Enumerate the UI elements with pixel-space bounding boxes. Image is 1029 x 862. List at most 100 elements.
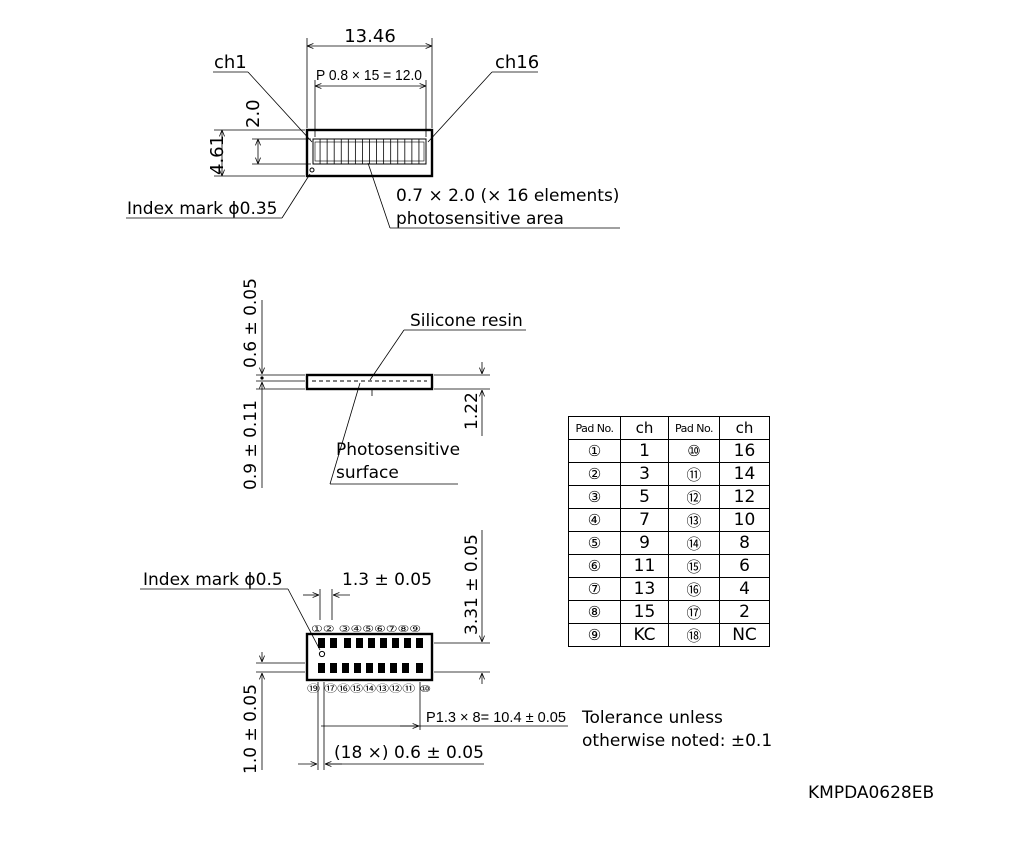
- channel-cell: 14: [719, 462, 770, 486]
- pad-number-cell: ⑬: [668, 508, 720, 532]
- top-length-label: 13.46: [344, 26, 396, 47]
- pad-number-cell: ⑱: [668, 623, 720, 647]
- pad-number-cell: ⑤: [568, 531, 621, 555]
- channel-cell: KC: [620, 623, 669, 647]
- bottom-view: ①② ③④⑤⑥⑦⑧⑨ ⑲ ⑰⑯⑮⑭⑬⑫⑪ ⑩ Index mark ϕ0.5 1…: [140, 530, 568, 774]
- pad-pitch-label: P1.3 × 8= 10.4 ± 0.05: [426, 709, 566, 726]
- photosensitive-elements: [314, 139, 425, 164]
- channel-cell: 4: [719, 577, 770, 601]
- pad-bottom-row: [366, 663, 373, 673]
- pad-bottom-row: [330, 663, 337, 673]
- drawing-code: KMPDA0628EB: [808, 783, 934, 803]
- row-spacing-label: 3.31 ± 0.05: [462, 534, 482, 635]
- channel-cell: 6: [719, 554, 770, 578]
- header-ch-2: ch: [719, 416, 770, 440]
- pad-number-cell: ④: [568, 508, 621, 532]
- channel-cell: 3: [620, 462, 669, 486]
- top-pad-numbers: ①② ③④⑤⑥⑦⑧⑨: [311, 624, 421, 635]
- surface-label-2: surface: [336, 463, 399, 483]
- pad-number-cell: ⑯: [668, 577, 720, 601]
- header-pad-no-2: Pad No.: [668, 416, 720, 440]
- pad-top-row: [380, 638, 387, 648]
- bottom-index-mark: [318, 650, 326, 658]
- pad-bottom-row: [390, 663, 397, 673]
- silicone-resin-label: Silicone resin: [410, 311, 523, 331]
- header-ch-1: ch: [620, 416, 669, 440]
- ch16-label: ch16: [495, 52, 539, 73]
- top-index-mark: [309, 167, 315, 173]
- pad-top-row: [356, 638, 363, 648]
- channel-cell: 11: [620, 554, 669, 578]
- channel-cell: 12: [719, 485, 770, 509]
- side-view: Silicone resin Photosensitive surface 0.…: [241, 278, 526, 490]
- bottom-view-package: [305, 632, 434, 682]
- total-thickness-label: 1.22: [462, 392, 482, 430]
- pad-number-cell: ⑩: [668, 439, 720, 463]
- pad-bottom-row: [318, 663, 325, 673]
- pad-number-cell: ⑦: [568, 577, 621, 601]
- channel-cell: 8: [719, 531, 770, 555]
- pad-pitch-top-label: 1.3 ± 0.05: [342, 570, 432, 590]
- pad-number-cell: ③: [568, 485, 621, 509]
- channel-cell: 2: [719, 600, 770, 624]
- pad-bottom-row: [416, 663, 423, 673]
- bottom-index-label: Index mark ϕ0.5: [143, 570, 283, 590]
- pad-top-row: [330, 638, 337, 648]
- pad-top-row: [392, 638, 399, 648]
- channel-cell: 5: [620, 485, 669, 509]
- surface-label-1: Photosensitive: [336, 440, 460, 460]
- pad-number-cell: ①: [568, 439, 621, 463]
- pad-number-cell: ②: [568, 462, 621, 486]
- ch1-label: ch1: [214, 52, 247, 73]
- surface-depth-label: 0.9 ± 0.11: [241, 400, 261, 490]
- pad-number-cell: ⑧: [568, 600, 621, 624]
- pad-top-row: [404, 638, 411, 648]
- element-row: [314, 141, 425, 162]
- element-size-label: 0.7 × 2.0 (× 16 elements): [396, 186, 619, 206]
- bottom-pad-numbers: ⑲ ⑰⑯⑮⑭⑬⑫⑪ ⑩: [307, 684, 431, 695]
- pad-top-row: [344, 638, 351, 648]
- element-note-label: photosensitive area: [396, 209, 564, 229]
- pad-top-row: [318, 638, 325, 648]
- pad-height-label: 1.0 ± 0.05: [241, 684, 261, 774]
- channel-cell: 15: [620, 600, 669, 624]
- top-view-package: [305, 128, 434, 178]
- top-pitch-label: P 0.8 × 15 = 12.0: [316, 67, 422, 84]
- pads: [318, 638, 423, 673]
- pad-number-cell: ⑫: [668, 485, 720, 509]
- tolerance-line-1: Tolerance unless: [581, 708, 723, 728]
- top-height-total: 4.61: [207, 135, 228, 175]
- pad-bottom-row: [378, 663, 385, 673]
- channel-cell: 9: [620, 531, 669, 555]
- channel-cell: 10: [719, 508, 770, 532]
- channel-cell: 16: [719, 439, 770, 463]
- side-view-package: [305, 373, 434, 391]
- pad-number-cell: ⑭: [668, 531, 720, 555]
- pad-top-row: [416, 638, 423, 648]
- pad-number-cell: ⑮: [668, 554, 720, 578]
- channel-cell: NC: [719, 623, 770, 647]
- top-index-label: Index mark ϕ0.35: [127, 199, 278, 219]
- channel-cell: 7: [620, 508, 669, 532]
- top-height-upper: 2.0: [243, 99, 264, 128]
- pad-number-cell: ⑥: [568, 554, 621, 578]
- pad-bottom-row: [342, 663, 349, 673]
- channel-cell: 13: [620, 577, 669, 601]
- top-view: 13.46 P 0.8 × 15 = 12.0 ch1 ch16 2.0 4.6…: [126, 26, 620, 229]
- tolerance-line-2: otherwise noted: ±0.1: [582, 731, 772, 751]
- pad-number-cell: ⑰: [668, 600, 720, 624]
- pad-table-header: Pad No. ch Pad No. ch: [568, 416, 770, 440]
- resin-thickness-label: 0.6 ± 0.05: [241, 278, 261, 368]
- pad-number-cell: ⑪: [668, 462, 720, 486]
- pad-width-label: (18 ×) 0.6 ± 0.05: [334, 743, 484, 763]
- header-pad-no-1: Pad No.: [568, 416, 621, 440]
- pad-bottom-row: [354, 663, 361, 673]
- pad-top-row: [368, 638, 375, 648]
